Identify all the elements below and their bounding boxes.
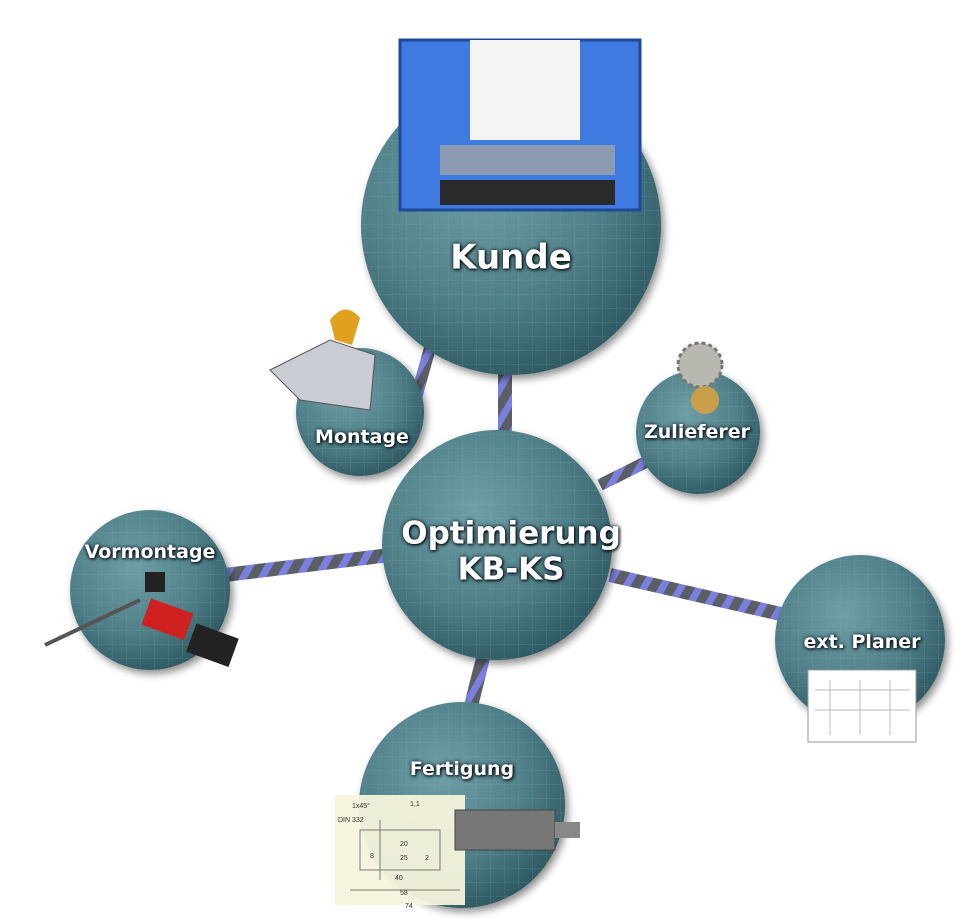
node-label-ext-planer: ext. Planer (803, 631, 921, 654)
drawing-dimension-label: 58 (400, 890, 408, 897)
center-label: Optimierung KB-KS (401, 516, 621, 587)
drawing-dimension-label: 2 (425, 855, 429, 862)
drawing-dimension-label: 1x45° (352, 802, 370, 810)
sphere-zulieferer (636, 370, 760, 494)
drawing-dimension-label: 8 (370, 853, 374, 860)
drawing-dimension-label: 25 (400, 855, 408, 862)
connector-vormontage (224, 548, 391, 582)
center-label-line1: Optimierung (401, 515, 621, 552)
connector-ext-planer (608, 568, 787, 622)
technical-drawing-image (335, 795, 580, 905)
drawing-dimension-label: 20 (400, 841, 408, 848)
feeder-machine-image (398, 38, 642, 212)
schematic-image (807, 669, 917, 743)
drawing-dimension-label: DIN 332 (338, 817, 364, 824)
motor-parts-image (44, 572, 239, 667)
node-label-kunde: Kunde (450, 237, 572, 278)
node-label-montage: Montage (315, 426, 409, 449)
drawing-dimension-label: 1,1 (410, 801, 420, 808)
clamp-assembly-image (269, 309, 376, 411)
drawing-dimension-label: 74 (405, 903, 413, 910)
drawing-dimension-label: 40 (395, 875, 403, 882)
node-label-zulieferer: Zulieferer (644, 421, 750, 444)
gears-image (676, 341, 724, 414)
sphere-center (382, 430, 612, 660)
center-label-line2: KB-KS (457, 551, 565, 587)
node-label-fertigung: Fertigung (409, 758, 515, 781)
node-label-vormontage: Vormontage (84, 541, 216, 564)
